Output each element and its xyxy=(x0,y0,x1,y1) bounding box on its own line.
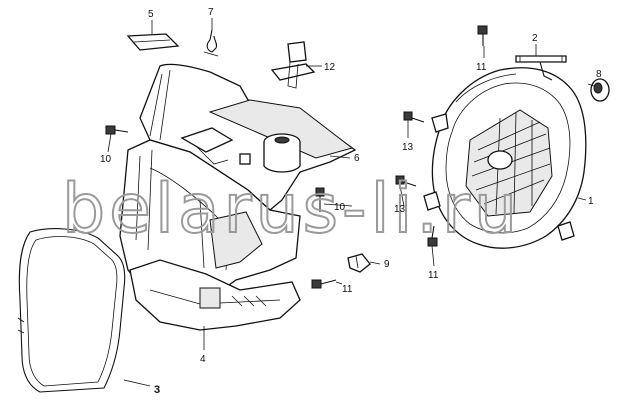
watermark-text: belarus-li.ru xyxy=(62,170,521,249)
clip-part-5 xyxy=(126,33,180,51)
callout-2: 2 xyxy=(532,33,538,44)
callout-11-top: 11 xyxy=(476,62,487,73)
gasket-part-3 xyxy=(17,228,126,393)
callout-13-upper: 13 xyxy=(402,142,414,153)
callout-1: 1 xyxy=(588,196,594,207)
clamp-part-9 xyxy=(347,253,371,273)
clip-part-7 xyxy=(203,29,219,57)
callout-10-left: 10 xyxy=(100,154,112,165)
callout-4: 4 xyxy=(200,354,206,365)
fan-housing-part-1 xyxy=(423,67,587,249)
strap-part-2 xyxy=(515,55,567,81)
bracket-part-12 xyxy=(270,41,316,89)
plug-part-8 xyxy=(590,78,610,102)
shroud-part-4 xyxy=(119,63,357,331)
bolt-part-10a xyxy=(105,125,129,135)
leader-lines xyxy=(107,18,595,387)
bolt-part-11a xyxy=(477,25,488,46)
callout-5: 5 xyxy=(148,9,154,20)
callout-8: 8 xyxy=(596,69,602,80)
callout-13-lower: 13 xyxy=(394,204,406,215)
bolt-part-11b xyxy=(427,225,438,247)
bolt-part-13b xyxy=(395,175,417,187)
callout-9: 9 xyxy=(384,259,390,270)
callout-11-center: 11 xyxy=(342,284,353,295)
callout-12: 12 xyxy=(324,62,336,73)
callout-7: 7 xyxy=(208,7,214,18)
bolt-part-11c xyxy=(311,279,337,289)
bolt-part-13a xyxy=(403,111,425,123)
callout-labels: 5 7 12 2 11 8 10 13 6 1 10 13 11 9 11 4 … xyxy=(100,7,602,396)
callout-11-right: 11 xyxy=(428,270,439,281)
callout-6: 6 xyxy=(354,153,360,164)
callout-3: 3 xyxy=(154,384,160,396)
callout-10-center: 10 xyxy=(334,202,346,213)
bolt-part-10b xyxy=(315,187,325,212)
